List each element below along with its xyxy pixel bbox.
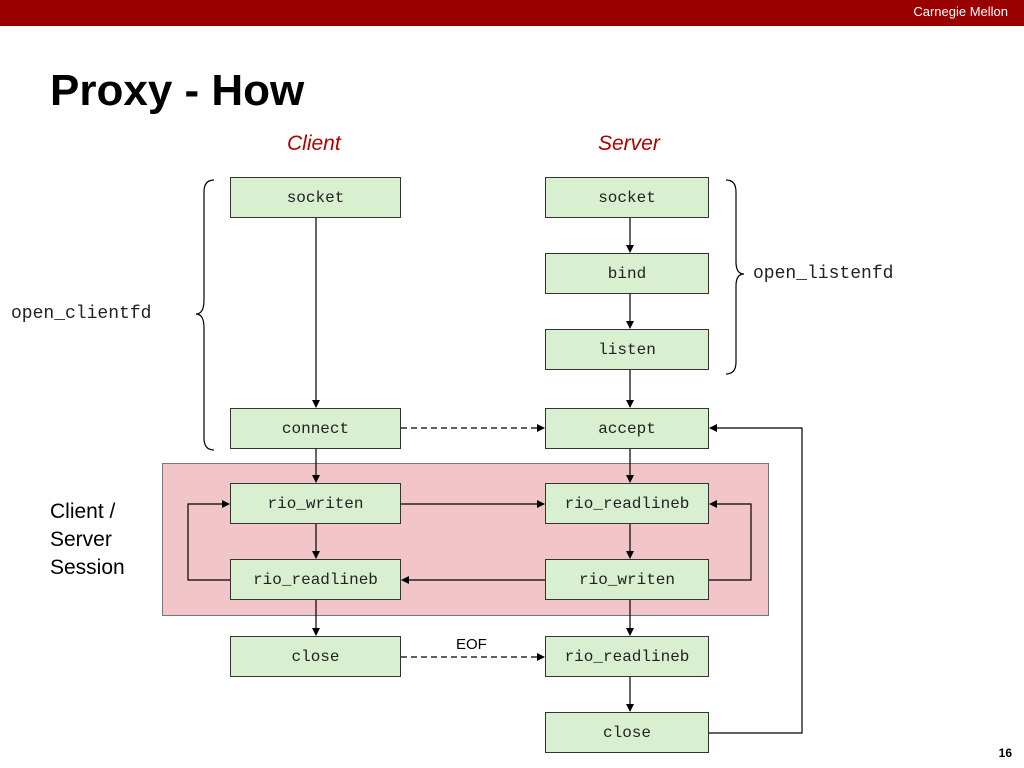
server-rio-writen-box: rio_writen: [545, 559, 709, 600]
client-column-label: Client: [287, 132, 341, 155]
organization-name: Carnegie Mellon: [913, 4, 1008, 19]
eof-label: EOF: [456, 636, 487, 653]
client-rio-readlineb-box: rio_readlineb: [230, 559, 401, 600]
client-loop-arrow: [187, 500, 230, 581]
session-label-line2: Server: [50, 528, 112, 551]
server-socket-box: socket: [545, 177, 709, 218]
client-close-box: close: [230, 636, 401, 677]
session-label: Client / Server Session: [50, 498, 125, 582]
server-listen-box: listen: [545, 329, 709, 370]
server-loop-arrow: [709, 500, 752, 581]
server-rio-readlineb-eof-box: rio_readlineb: [545, 636, 709, 677]
server-close-box: close: [545, 712, 709, 753]
client-socket-box: socket: [230, 177, 401, 218]
client-connect-box: connect: [230, 408, 401, 449]
open-listenfd-brace: [725, 179, 745, 375]
client-rio-writen-box: rio_writen: [230, 483, 401, 524]
open-listenfd-label: open_listenfd: [753, 264, 894, 284]
header-bar: Carnegie Mellon: [0, 0, 1024, 26]
session-label-line1: Client /: [50, 500, 116, 523]
server-accept-box: accept: [545, 408, 709, 449]
server-bind-box: bind: [545, 253, 709, 294]
server-column-label: Server: [598, 132, 660, 155]
page-number: 16: [998, 746, 1012, 760]
slide-title: Proxy - How: [50, 66, 305, 115]
server-close-to-accept-arrow: [709, 424, 803, 734]
server-rio-readlineb-box: rio_readlineb: [545, 483, 709, 524]
session-label-line3: Session: [50, 556, 125, 579]
open-clientfd-brace: [195, 179, 215, 451]
open-clientfd-label: open_clientfd: [11, 304, 152, 324]
